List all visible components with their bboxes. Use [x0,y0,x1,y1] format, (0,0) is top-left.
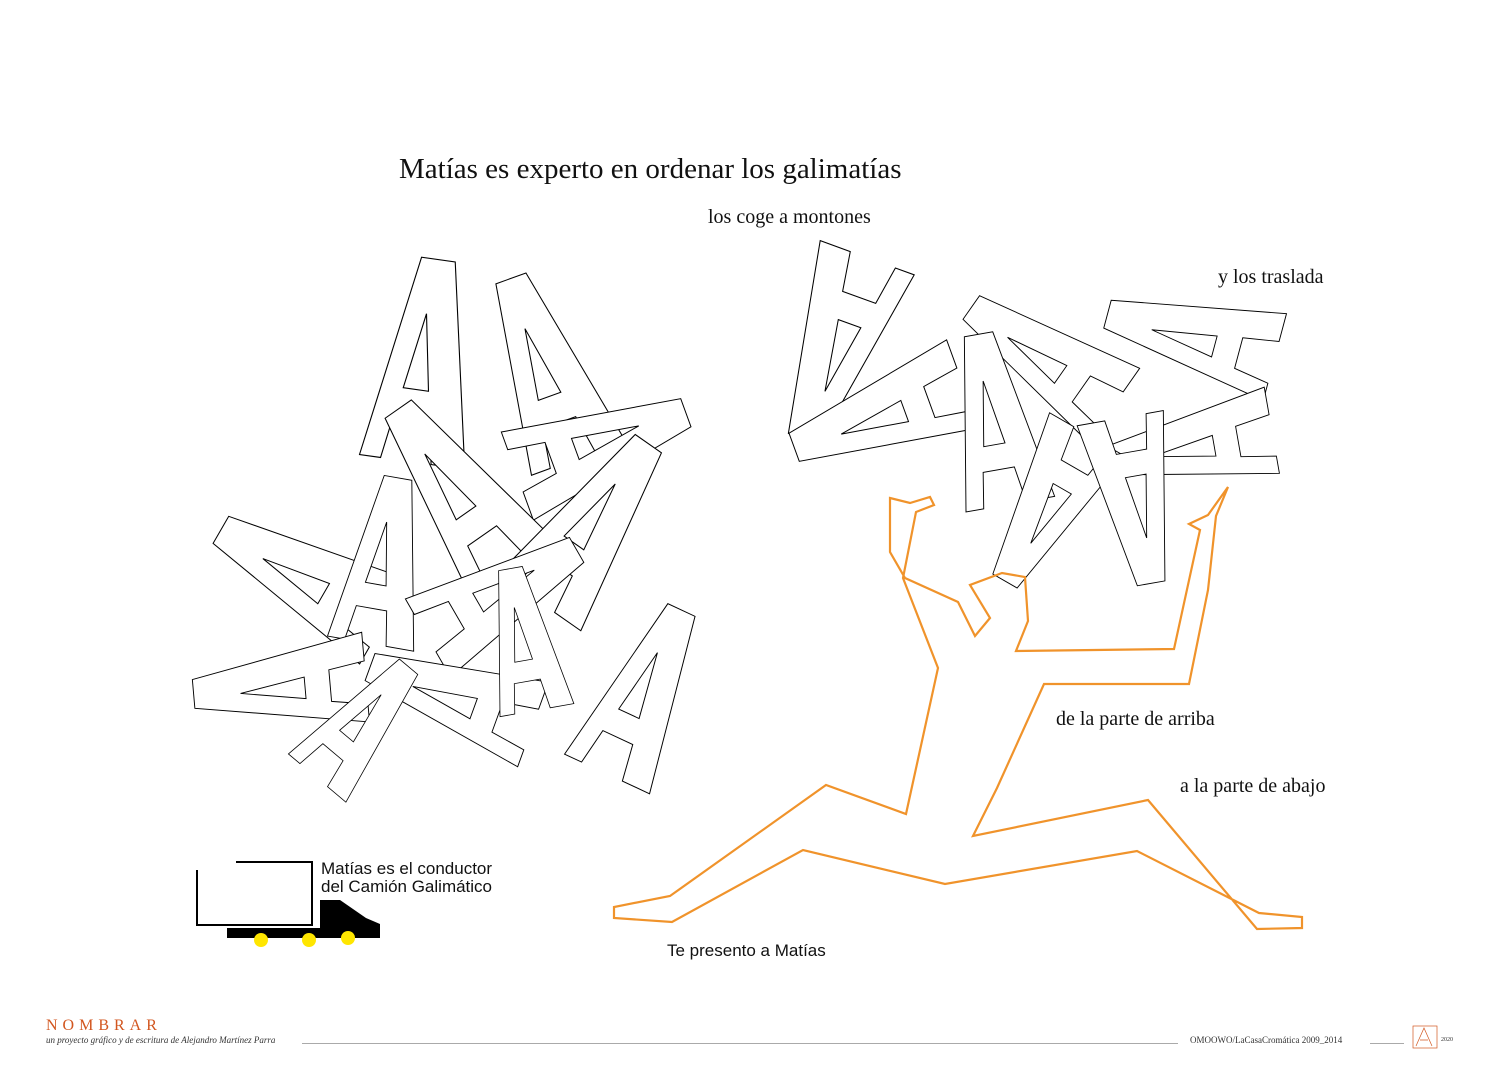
truck-wheel [254,933,268,947]
page-title: Matías es experto en ordenar los galimat… [399,153,902,185]
letter-pile-left [189,251,727,803]
truck-wheel [341,931,355,945]
footer-subtitle: un proyecto gráfico y de escritura de Al… [46,1035,276,1045]
brand-name: NOMBRAR [46,1017,162,1034]
letter-pile-right [754,240,1287,603]
caption-arriba: de la parte de arriba [1056,708,1215,730]
caption-coge: los coge a montones [708,206,871,228]
matias-figure [612,486,1304,931]
intro-caption: Te presento a Matías [667,941,826,960]
footer-year: 2020 [1441,1037,1453,1043]
truck-caption: Matías es el conductor del Camión Galimá… [321,860,492,896]
truck-caption-line2: del Camión Galimático [321,877,493,896]
truck-illustration [196,861,380,947]
footer-credit: OMOOWO/LaCasaCromática 2009_2014 [1190,1035,1343,1045]
caption-abajo: a la parte de abajo [1180,775,1326,797]
caption-traslada: y los traslada [1218,266,1324,288]
footer-rule-short [1370,1043,1404,1044]
a-monogram-icon [1412,1025,1438,1049]
truck-caption-line1: Matías es el conductor [321,859,493,878]
truck-wheel [302,933,316,947]
footer-rule [302,1043,1178,1044]
truck-cab [227,900,380,938]
truck-cargo-box [196,861,313,926]
